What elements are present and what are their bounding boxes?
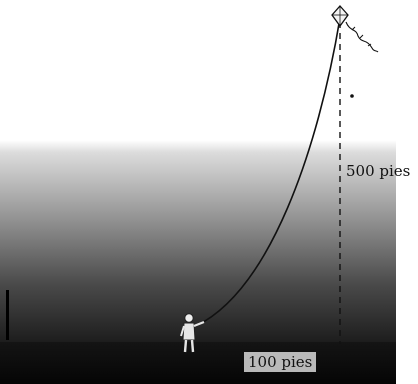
distance-label: 100 pies bbox=[248, 353, 312, 371]
dot-mark bbox=[350, 94, 354, 98]
kite-string bbox=[195, 17, 341, 327]
distance-label-backing bbox=[244, 352, 316, 372]
ground-floor bbox=[0, 342, 396, 384]
person-icon bbox=[180, 313, 205, 353]
ground-gradient bbox=[0, 140, 396, 346]
left-edge-marker bbox=[6, 290, 9, 340]
height-label: 500 pies bbox=[346, 162, 410, 180]
kite-icon bbox=[331, 5, 379, 53]
